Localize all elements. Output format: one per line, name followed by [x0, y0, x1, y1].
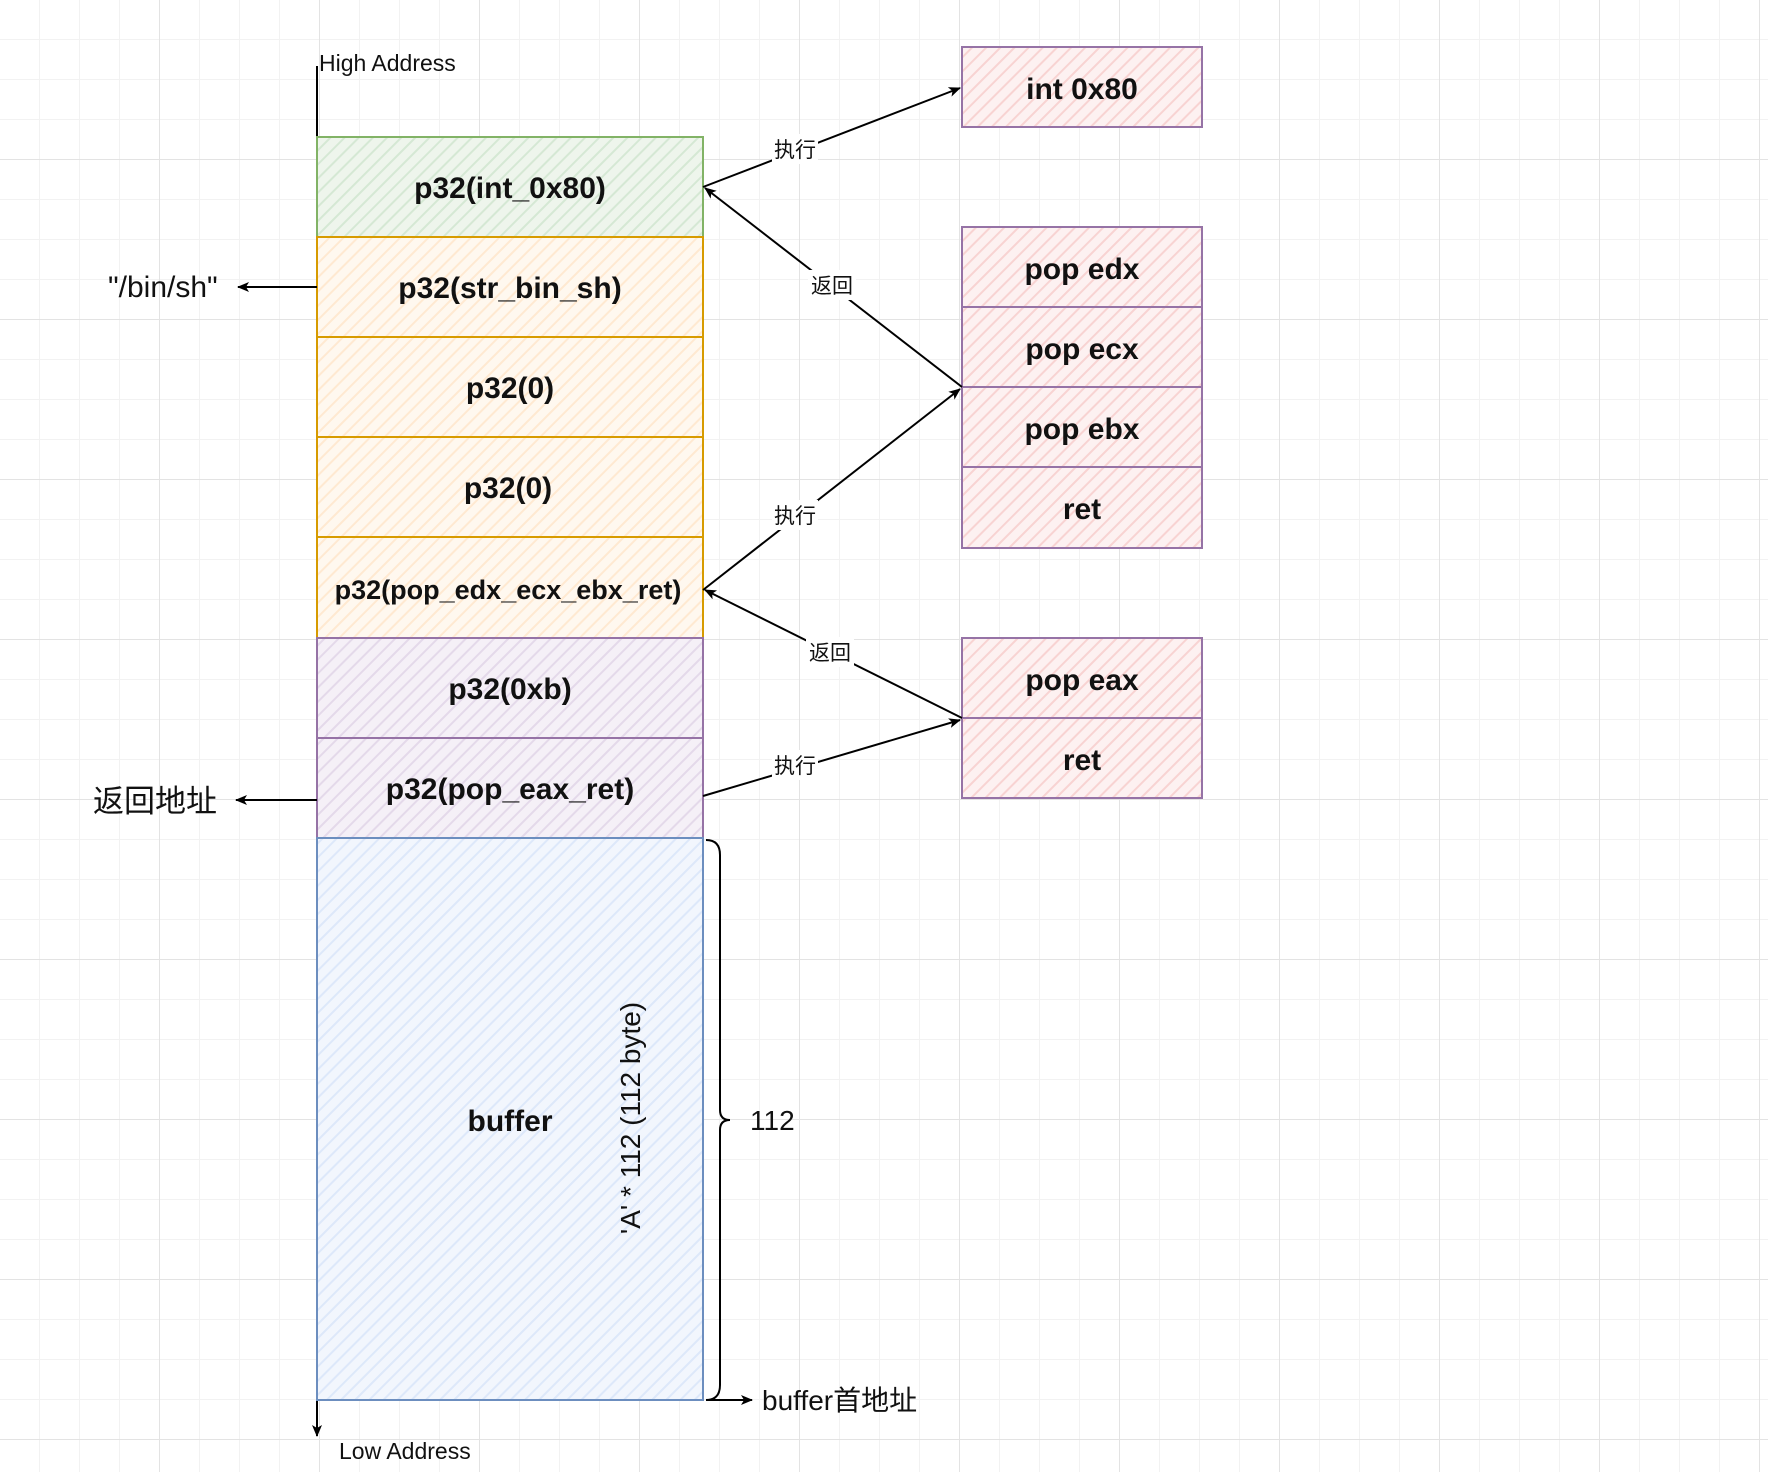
stack-cell-label: p32(pop_eax_ret)	[386, 773, 634, 806]
stack-cell-pop-edx-ecx-ebx-ret: p32(pop_edx_ecx_ebx_ret)	[316, 536, 704, 639]
gadget-pop-edx-ecx-ebx-ret: pop edx pop ecx pop ebx ret	[961, 226, 1203, 549]
stack-cell-label: p32(0)	[466, 372, 554, 405]
gadget-int-0x80: int 0x80	[961, 46, 1203, 128]
label-return-2: 返回	[809, 642, 851, 665]
stack-cell-0xb: p32(0xb)	[316, 637, 704, 739]
stack-cell-zero-1: p32(0)	[316, 336, 704, 438]
buffer-fill-note: 'A' * 112 (112 byte)	[615, 1002, 646, 1234]
stack-cell-label: p32(0xb)	[448, 673, 571, 706]
stack-cell-int-0x80: p32(int_0x80)	[316, 136, 704, 238]
gadget-instruction: int 0x80	[1026, 73, 1138, 106]
gadget-instruction: pop ecx	[1025, 333, 1139, 366]
gadget-instruction: pop ebx	[1024, 413, 1139, 446]
return-address-label: 返回地址	[93, 784, 217, 819]
arrow-exec-pop-regs	[702, 388, 961, 591]
bin-sh-label: "/bin/sh"	[108, 271, 218, 304]
stack-cell-str-bin-sh: p32(str_bin_sh)	[316, 236, 704, 338]
stack-cell-label: p32(0)	[464, 472, 552, 505]
buffer-label: buffer	[468, 1105, 553, 1138]
buffer-size-brace	[705, 839, 731, 1401]
buffer-base-label: buffer首地址	[762, 1385, 917, 1416]
stack-cell-buffer: buffer 'A' * 112 (112 byte)	[316, 837, 704, 1401]
stack-cell-zero-2: p32(0)	[316, 436, 704, 538]
arrow-exec-pop-eax	[702, 718, 961, 797]
arrow-exec-int-0x80	[702, 87, 961, 188]
buffer-size-label: 112	[750, 1105, 795, 1136]
label-exec-3: 执行	[774, 755, 816, 778]
label-return-1: 返回	[811, 275, 853, 298]
gadget-pop-eax-ret: pop eax ret	[961, 637, 1203, 799]
high-address-label: High Address	[319, 50, 456, 76]
stack-cell-label: p32(pop_edx_ecx_ebx_ret)	[335, 575, 682, 605]
low-address-label: Low Address	[339, 1438, 471, 1464]
label-exec-1: 执行	[774, 139, 816, 162]
gadget-instruction: pop eax	[1025, 664, 1139, 697]
stack-cell-label: p32(int_0x80)	[414, 172, 606, 205]
label-exec-2: 执行	[774, 505, 816, 528]
gadget-instruction: ret	[1063, 744, 1101, 777]
gadget-instruction: pop edx	[1024, 253, 1139, 286]
stack-cell-pop-eax-ret: p32(pop_eax_ret)	[316, 737, 704, 839]
stack-cell-label: p32(str_bin_sh)	[398, 272, 621, 305]
gadget-instruction: ret	[1063, 493, 1101, 526]
